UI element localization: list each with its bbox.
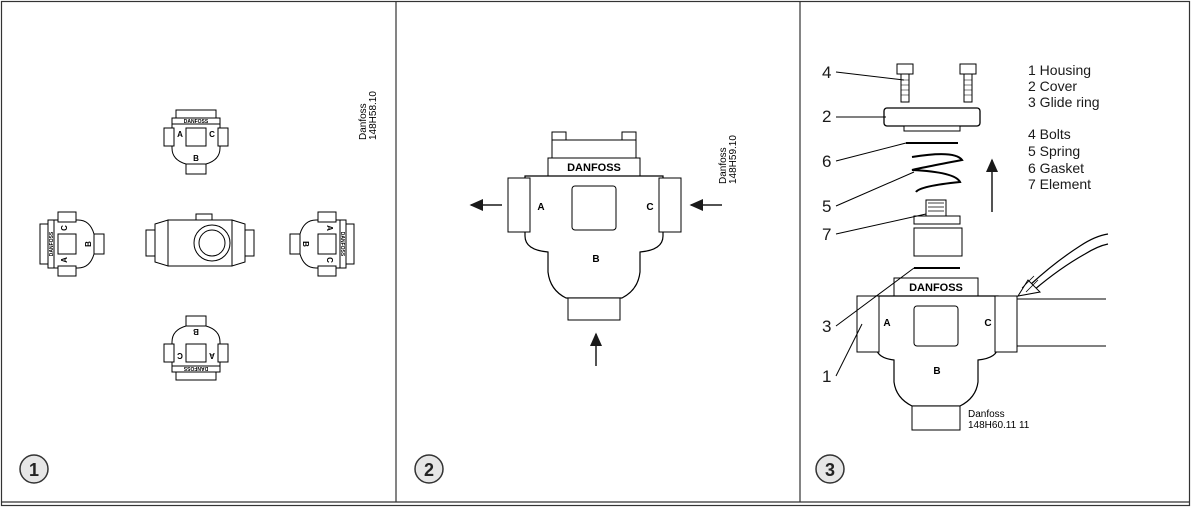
- brand-label: DANFOSS: [183, 365, 208, 371]
- leader-line-1: [835, 323, 863, 377]
- cover-lip: [903, 125, 961, 132]
- port-a-label: A: [883, 318, 890, 329]
- panel-badge-2: [414, 454, 444, 484]
- bolt-left: [896, 63, 914, 103]
- panel-1: DANFOSS A C B DANFOSS A C B DANFOSS: [19, 91, 379, 484]
- legend-item: 7 Element: [1028, 176, 1091, 192]
- port-a-label: A: [325, 225, 334, 231]
- callout-1: 1: [822, 367, 831, 386]
- port-b-label: B: [84, 241, 93, 247]
- port-b-label: B: [592, 254, 599, 265]
- callout-2: 2: [822, 107, 831, 126]
- valve-orientation-center: [145, 213, 255, 267]
- housing-part: DANFOSS A C B: [856, 277, 1018, 431]
- pipe-and-capillary: [1016, 233, 1109, 347]
- leader-line-4: [835, 71, 905, 81]
- legend-item: 1 Housing: [1028, 62, 1091, 78]
- callout-7: 7: [822, 225, 831, 244]
- drawing-code-line: Danfoss: [968, 409, 1005, 420]
- port-b-label: B: [301, 241, 310, 247]
- leader-line-7: [835, 213, 927, 235]
- valve-front-view: DANFOSS A C B: [507, 131, 682, 321]
- spring-part: [911, 153, 964, 193]
- callout-3: 3: [822, 317, 831, 336]
- panel-badge-3: [815, 454, 845, 484]
- parts-legend: 1 Housing 2 Cover 3 Glide ring 4 Bolts 5…: [1028, 62, 1100, 192]
- legend-item: 2 Cover: [1028, 78, 1077, 94]
- valve-orientation-top: DANFOSS A C B: [163, 109, 229, 175]
- drawing-code-3: Danfoss 148H60.11 11: [968, 409, 1030, 431]
- brand-label: DANFOSS: [567, 162, 621, 174]
- panel-badge-label-2: 2: [424, 460, 434, 480]
- cover-part: [883, 107, 981, 127]
- brand-label: DANFOSS: [339, 232, 345, 257]
- brand-label: DANFOSS: [909, 282, 963, 294]
- port-a-label: A: [537, 202, 544, 213]
- drawing-code-line: Danfoss: [358, 103, 369, 140]
- port-c-label: C: [646, 202, 653, 213]
- bolt-right: [959, 63, 977, 103]
- drawing-code-line: 148H60.11 11: [968, 420, 1030, 431]
- legend-item: 5 Spring: [1028, 143, 1080, 159]
- callout-4: 4: [822, 63, 831, 82]
- legend-item: 4 Bolts: [1028, 126, 1071, 142]
- port-c-label: C: [209, 130, 215, 139]
- port-c-label: C: [325, 257, 334, 263]
- panel-2: DANFOSS A C B Danfoss 148H59.10 2: [414, 131, 739, 484]
- panel-badge-label-3: 3: [825, 460, 835, 480]
- panel-3: DANFOSS A C B 4 2 6 5 7: [815, 62, 1109, 484]
- legend-item: 3 Glide ring: [1028, 94, 1100, 110]
- brand-label: DANFOSS: [184, 119, 209, 125]
- port-b-label: B: [933, 366, 940, 377]
- legend-item: 6 Gasket: [1028, 160, 1084, 176]
- port-a-label: A: [177, 130, 183, 139]
- port-c-label: C: [60, 225, 69, 231]
- port-c-label: C: [984, 318, 991, 329]
- leader-line-6: [835, 142, 907, 162]
- valve-orientation-right: DANFOSS A C B: [289, 211, 355, 277]
- port-b-label: B: [193, 154, 199, 163]
- leader-line-3: [835, 267, 915, 327]
- drawing-code-line: Danfoss: [718, 147, 729, 184]
- panel-badge-label-1: 1: [29, 460, 39, 480]
- valve-orientation-left: DANFOSS A C B: [39, 211, 105, 277]
- drawing-code-1: Danfoss 148H58.10: [358, 91, 379, 140]
- port-a-label: A: [209, 351, 215, 360]
- callout-6: 6: [822, 152, 831, 171]
- callout-5: 5: [822, 197, 831, 216]
- valve-orientation-bottom: DANFOSS A C B: [163, 315, 229, 381]
- leader-line-5: [835, 171, 915, 207]
- brand-label: DANFOSS: [49, 231, 55, 256]
- port-c-label: C: [177, 351, 183, 360]
- drawing-code-line: 148H59.10: [728, 135, 739, 184]
- element-part: [913, 199, 963, 257]
- port-a-label: A: [60, 257, 69, 263]
- port-b-label: B: [193, 327, 199, 336]
- drawing-code-2: Danfoss 148H59.10: [718, 135, 739, 184]
- panel-badge-1: [19, 454, 49, 484]
- drawing-code-line: 148H58.10: [368, 91, 379, 140]
